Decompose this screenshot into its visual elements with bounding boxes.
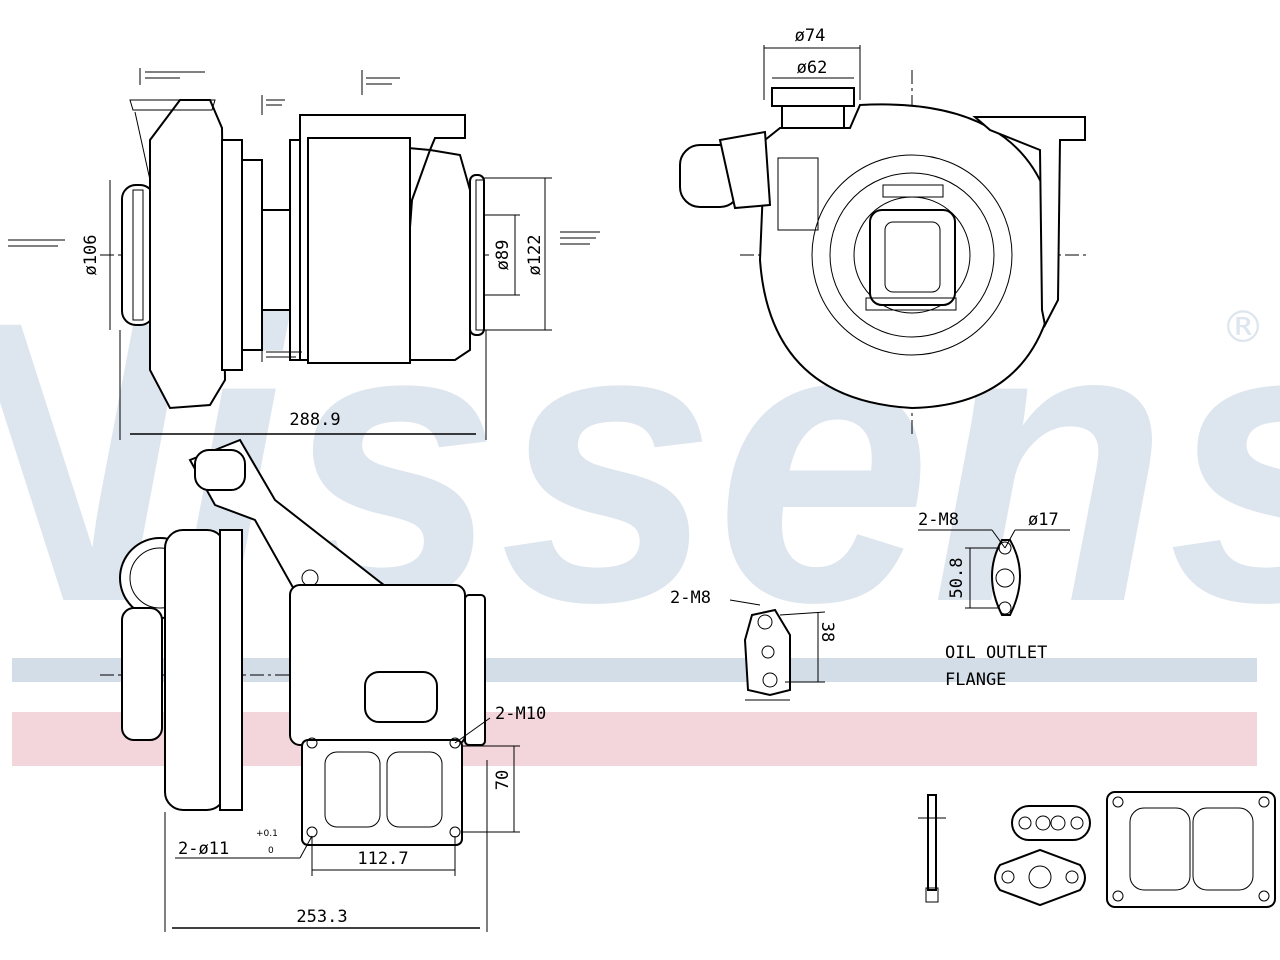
dim-front-outer: ø74	[795, 26, 826, 46]
tol-lower: 0	[268, 846, 274, 856]
dim-turbine-outlet-outer: ø122	[525, 235, 545, 276]
oil-outlet-flange: 2-M8 ø17 50.8 OIL OUTLET FLANGE	[918, 510, 1070, 690]
oil-outlet-bolts: 2-M8	[918, 510, 959, 530]
included-parts	[918, 791, 1276, 908]
oil-outlet-spacing: 50.8	[947, 558, 967, 599]
dim-flange-height: 70	[493, 770, 513, 790]
dim-flange-width: 112.7	[357, 849, 408, 869]
dim-compressor-inlet: ø106	[81, 235, 101, 276]
dim-turbine-outlet-inner: ø89	[493, 240, 513, 271]
tiny-annotations	[8, 68, 600, 362]
stud-bolt	[918, 794, 946, 903]
dim-stud: 2-M10	[495, 704, 546, 724]
dim-hole: 2-ø11	[178, 839, 229, 859]
bottom-view: 2-M10 70 2-ø11 +0.1 0 112.7 253.3	[100, 438, 546, 932]
oil-inlet-bolts: 2-M8	[670, 588, 711, 608]
dim-front-inner: ø62	[797, 58, 828, 78]
side-view: ø106 ø89 ø122 288.9	[8, 68, 600, 440]
registered-mark: ®	[1221, 302, 1265, 353]
dim-total-length: 253.3	[296, 907, 347, 927]
twin-scroll-gasket	[1106, 791, 1276, 908]
oil-outlet-label-1: OIL OUTLET	[945, 643, 1047, 663]
front-view: ø74 ø62	[679, 26, 1090, 438]
dim-side-length: 288.9	[289, 410, 340, 430]
small-gasket	[1011, 805, 1091, 841]
oil-outlet-hole: ø17	[1028, 510, 1059, 530]
oil-inlet-spacing: 38	[817, 622, 837, 642]
oil-inlet-flange: 2-M8 38	[670, 588, 837, 701]
oval-gasket	[994, 848, 1086, 907]
oil-outlet-label-2: FLANGE	[945, 670, 1006, 690]
tol-upper: +0.1	[256, 829, 278, 839]
